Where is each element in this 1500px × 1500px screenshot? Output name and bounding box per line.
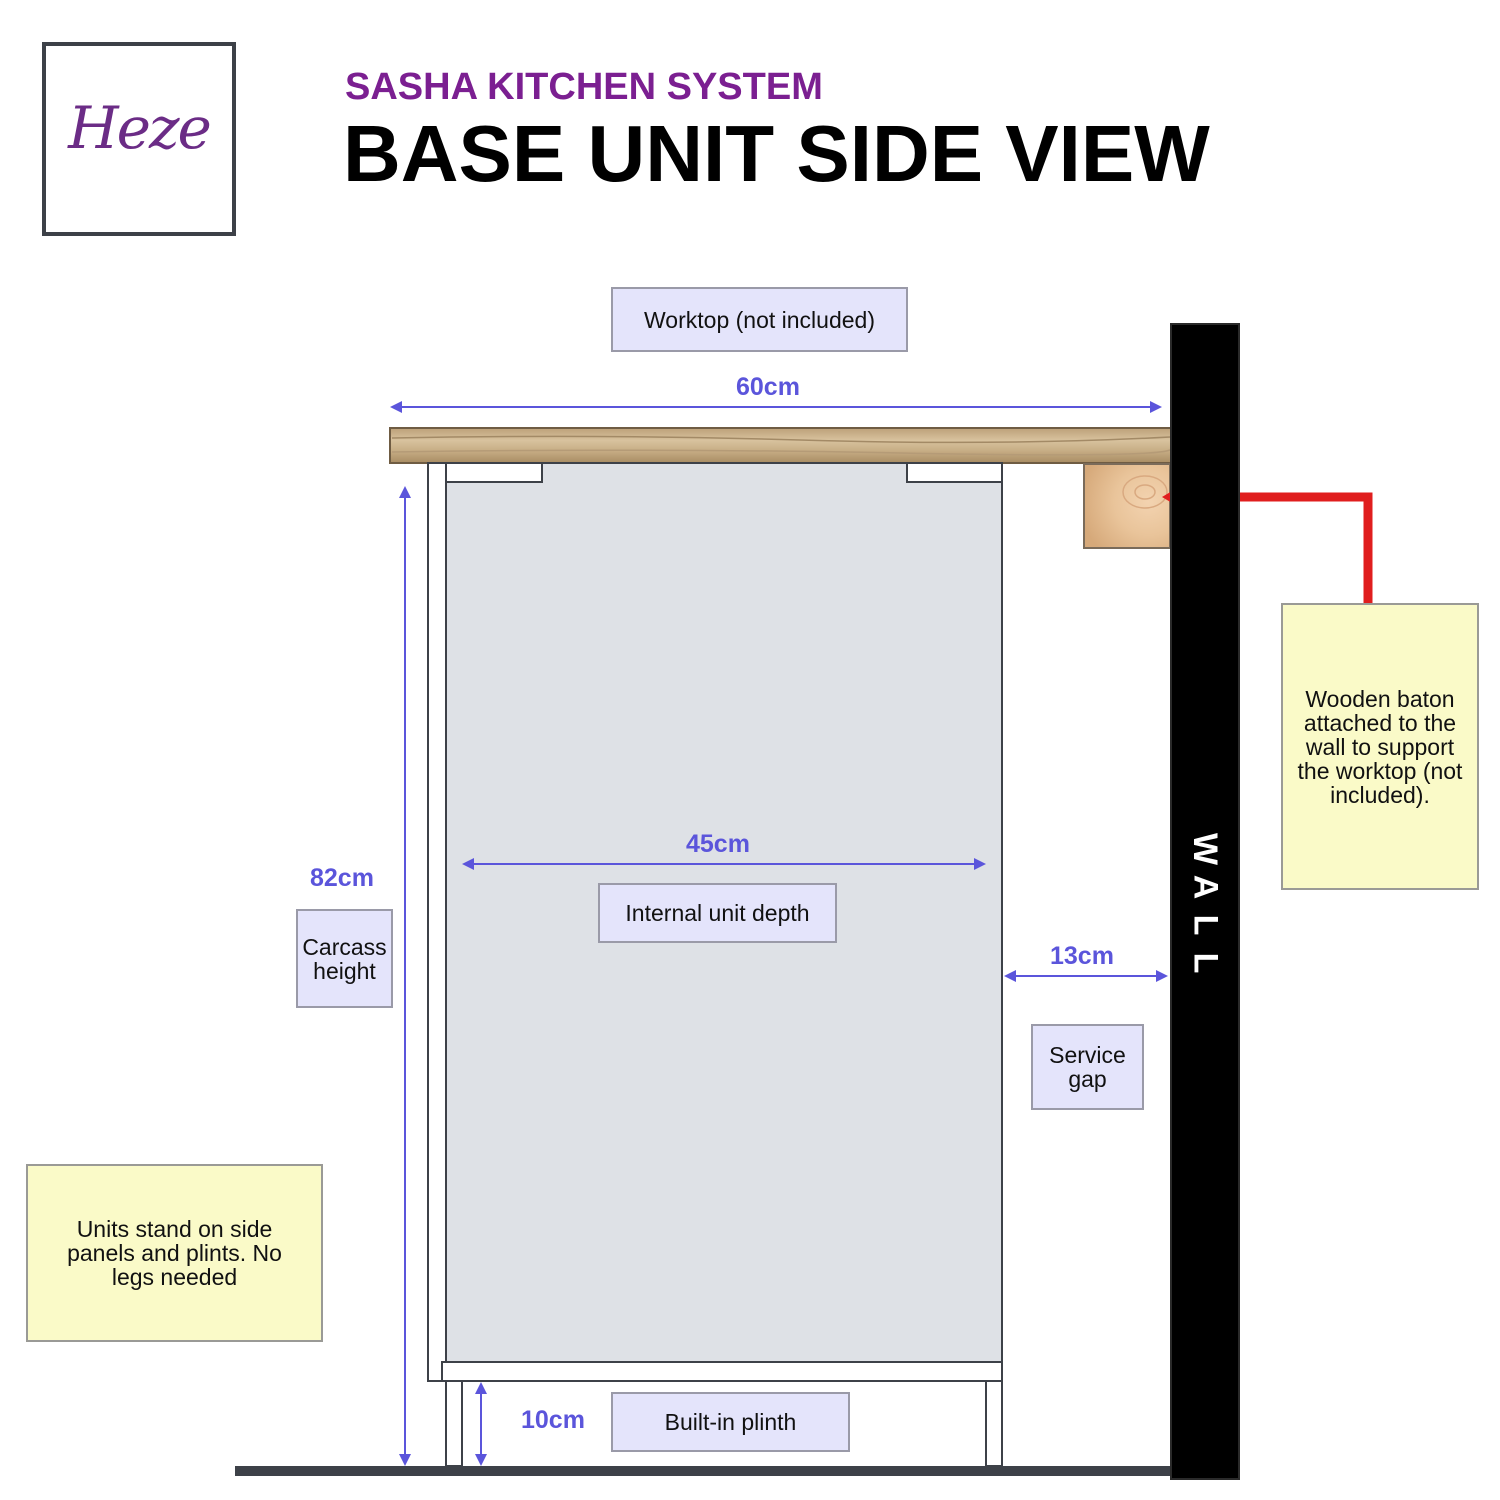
dim-10cm-label: 10cm	[521, 1406, 585, 1434]
worktop	[389, 427, 1173, 464]
page-title: BASE UNIT SIDE VIEW	[343, 109, 1210, 198]
dim-13cm-label: 13cm	[1050, 942, 1114, 970]
wall-letter: W	[1186, 832, 1224, 866]
service-gap-label: Service gap	[1031, 1024, 1144, 1110]
top-rail-front	[445, 462, 543, 483]
wall-letter: L	[1186, 914, 1224, 936]
carcass-height-label: Carcass height	[296, 909, 393, 1008]
baton-pointer-arrow	[1200, 492, 1373, 603]
baton-note: Wooden baton attached to the wall to sup…	[1281, 603, 1479, 890]
dim-60cm-label: 60cm	[736, 373, 800, 401]
page-subtitle: SASHA KITCHEN SYSTEM	[345, 66, 823, 108]
wall-letter: L	[1186, 952, 1224, 974]
wall-letter: A	[1186, 874, 1224, 900]
internal-depth-label: Internal unit depth	[598, 883, 837, 943]
plinth-label: Built-in plinth	[611, 1392, 850, 1452]
dim-82cm-label: 82cm	[310, 864, 374, 892]
side-panel	[427, 462, 447, 1382]
top-rail-back	[906, 462, 1003, 483]
floor-line	[235, 1466, 1175, 1476]
legs-note: Units stand on side panels and plints. N…	[26, 1164, 323, 1342]
brand-logo: Heze	[42, 42, 236, 236]
plinth-front	[445, 1380, 463, 1467]
logo-text: Heze	[68, 94, 212, 162]
worktop-label: Worktop (not included)	[611, 287, 908, 352]
bottom-panel	[441, 1361, 1003, 1382]
dim-45cm-label: 45cm	[686, 830, 750, 858]
plinth-back	[985, 1380, 1003, 1467]
